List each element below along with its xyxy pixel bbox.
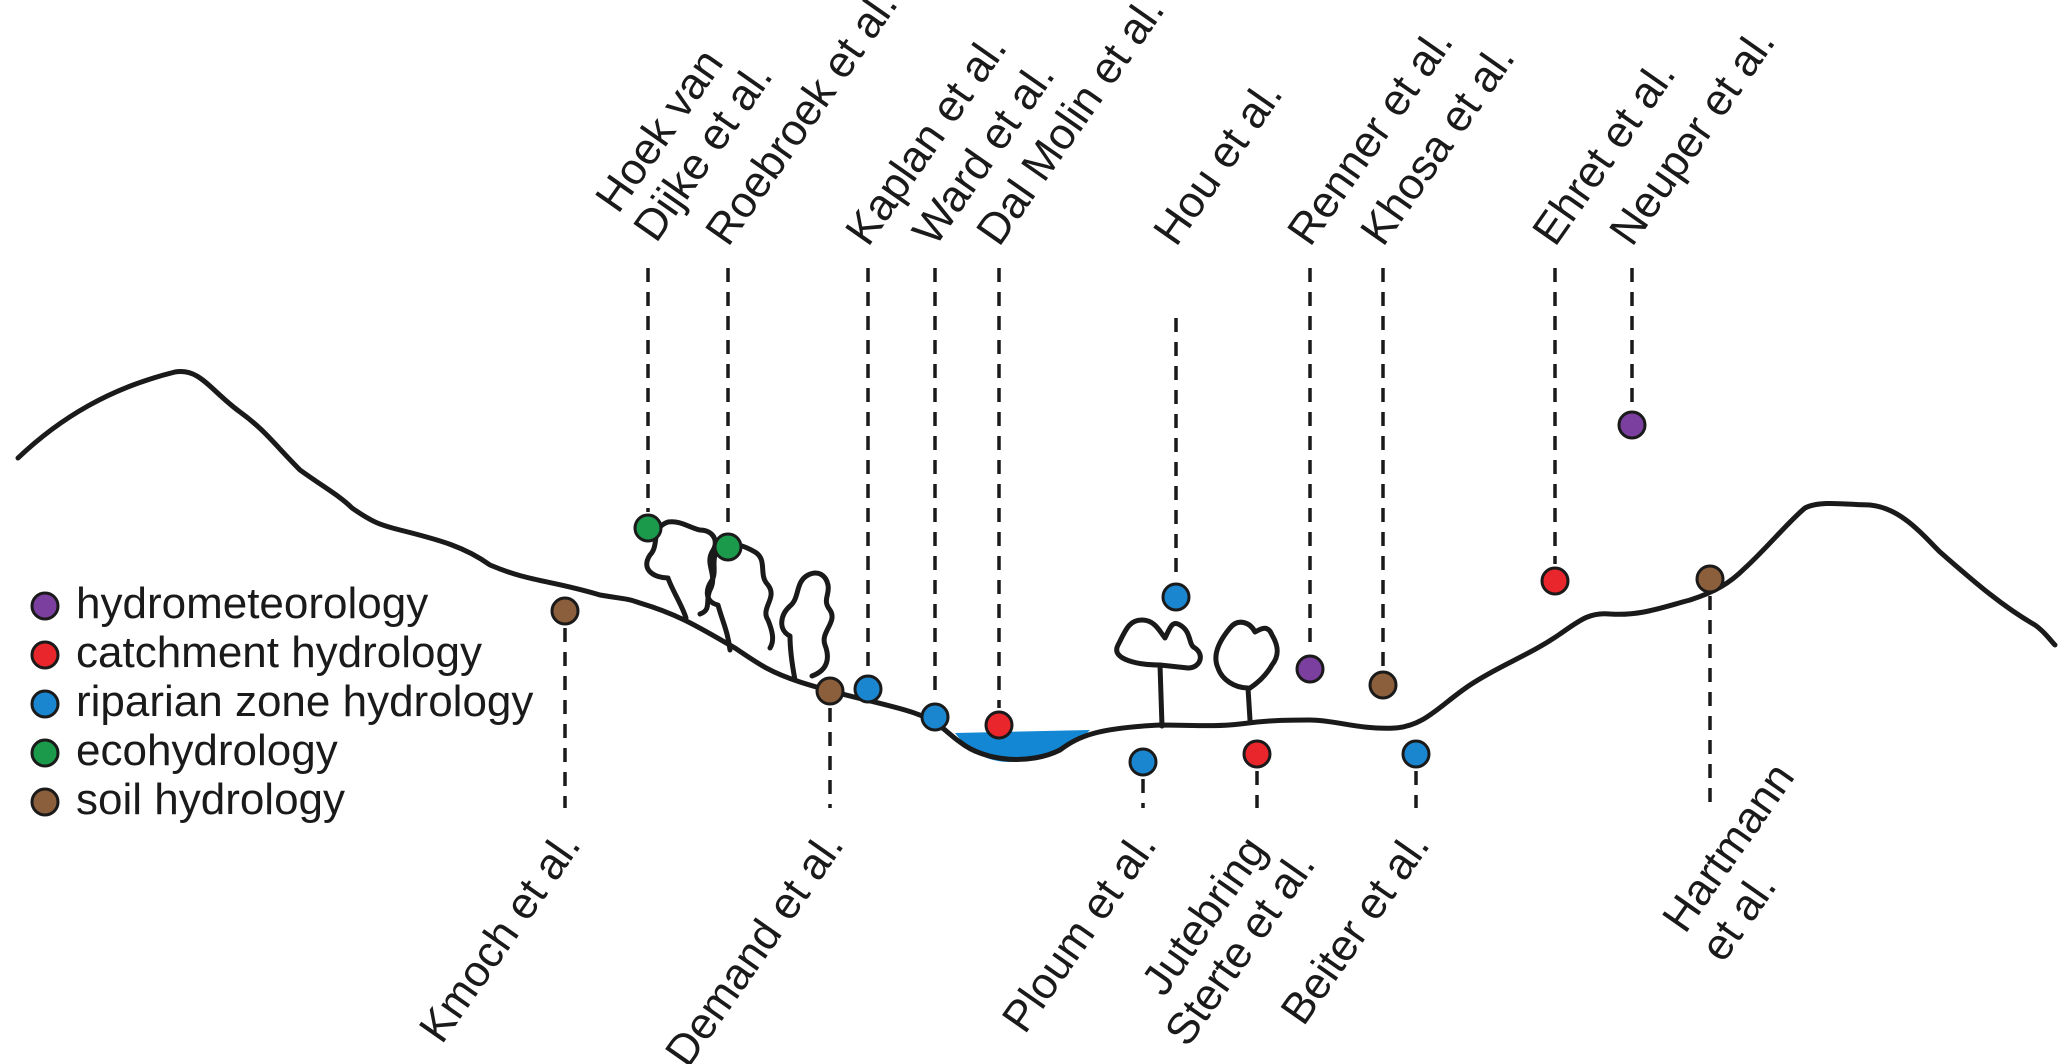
legend-swatch xyxy=(30,787,60,817)
legend-item-hydrometeorology: hydrometeorology xyxy=(30,579,428,628)
study-marker xyxy=(984,710,1014,740)
study-marker xyxy=(550,596,580,626)
tree-3 xyxy=(779,570,835,683)
study-marker xyxy=(1695,564,1725,594)
study-marker xyxy=(1161,582,1191,612)
study-marker xyxy=(1540,566,1570,596)
study-marker xyxy=(1295,654,1325,684)
study-markers: Kmoch et al. Hoek van Dijke et al. Roebr… xyxy=(410,0,1850,1064)
study-label: Ploum et al. xyxy=(993,823,1166,1041)
tree-2 xyxy=(704,542,776,653)
study-label: Kmoch et al. xyxy=(410,823,590,1051)
legend-swatch xyxy=(30,738,60,768)
tree-4 xyxy=(1114,617,1203,729)
study-label: Demand et al. xyxy=(656,823,853,1064)
tree-5 xyxy=(1213,619,1280,723)
legend-swatch xyxy=(30,640,60,670)
study-marker xyxy=(1128,747,1158,777)
legend-item-riparian-zone-hydrology: riparian zone hydrology xyxy=(30,677,533,726)
legend-swatch xyxy=(30,591,60,621)
legend-item-soil-hydrology: soil hydrology xyxy=(30,775,345,824)
study-hoek-van-dijke: Hoek van Dijke et al. xyxy=(586,40,782,543)
study-marker xyxy=(815,676,845,706)
tree-1 xyxy=(644,519,718,621)
study-ploum: Ploum et al. xyxy=(993,747,1166,1041)
legend-swatch xyxy=(30,689,60,719)
study-marker xyxy=(853,674,883,704)
legend-item-catchment-hydrology: catchment hydrology xyxy=(30,628,482,677)
study-marker xyxy=(713,532,743,562)
study-label: Hartmann et al. xyxy=(1652,744,1850,970)
legend-label: soil hydrology xyxy=(76,775,345,824)
study-label: Hou et al. xyxy=(1144,71,1292,253)
study-marker xyxy=(1617,410,1647,440)
study-marker xyxy=(1368,670,1398,700)
study-marker xyxy=(920,702,950,732)
study-demand: Demand et al. xyxy=(656,676,853,1064)
study-marker xyxy=(1401,739,1431,769)
study-marker xyxy=(633,513,663,543)
legend-label: catchment hydrology xyxy=(76,628,482,677)
legend-label: riparian zone hydrology xyxy=(76,677,533,726)
legend-label: ecohydrology xyxy=(76,726,338,775)
study-marker xyxy=(1242,739,1272,769)
study-ehret: Ehret et al. xyxy=(1523,51,1685,596)
legend-item-ecohydrology: ecohydrology xyxy=(30,726,338,775)
study-hartmann: Hartmann et al. xyxy=(1652,564,1850,970)
legend: hydrometeorology catchment hydrology rip… xyxy=(30,579,533,824)
landscape xyxy=(15,369,2058,762)
study-hou: Hou et al. xyxy=(1144,71,1292,612)
terrain-profile xyxy=(15,369,2058,762)
legend-label: hydrometeorology xyxy=(76,579,428,628)
